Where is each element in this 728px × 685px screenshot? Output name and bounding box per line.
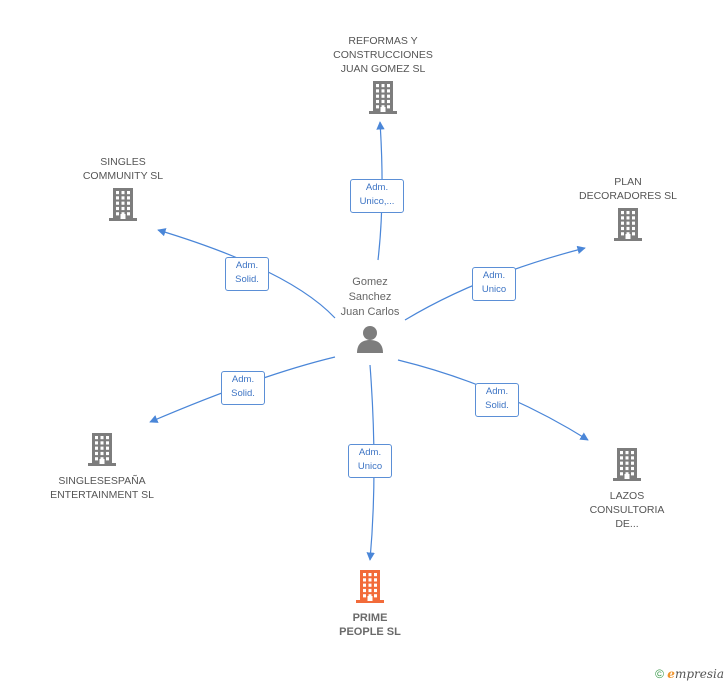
role-badge-lazos[interactable]: Adm. Solid. (475, 383, 519, 417)
company-label-reformas: REFORMAS Y CONSTRUCCIONES JUAN GOMEZ SL (333, 35, 433, 75)
company-label-plan: PLAN DECORADORES SL (578, 176, 678, 202)
brand-logo: empresia (667, 667, 724, 681)
role-badge-plan[interactable]: Adm. Unico (472, 267, 516, 301)
person-label: Gomez Sanchez Juan Carlos (340, 276, 400, 318)
building-icon (558, 207, 698, 245)
company-node-lazos[interactable]: LAZOS CONSULTORIA DE... (557, 447, 697, 531)
building-icon (300, 569, 440, 607)
company-label-singles: SINGLES COMMUNITY SL (82, 156, 164, 182)
building-icon (313, 80, 453, 118)
building-icon (557, 447, 697, 485)
company-node-singlesespana[interactable]: SINGLESESPAÑA ENTERTAINMENT SL (32, 432, 172, 502)
copyright-symbol: © (655, 667, 664, 681)
company-node-plan[interactable]: PLAN DECORADORES SL (558, 175, 698, 245)
building-icon (32, 432, 172, 470)
person-icon (357, 326, 383, 353)
role-badge-reformas[interactable]: Adm. Unico,... (350, 179, 404, 213)
company-node-singles[interactable]: SINGLES COMMUNITY SL (53, 155, 193, 225)
person-node[interactable]: Gomez Sanchez Juan Carlos (320, 275, 420, 358)
role-badge-prime[interactable]: Adm. Unico (348, 444, 392, 478)
role-badge-singles[interactable]: Adm. Solid. (225, 257, 269, 291)
footer-brand: © empresia (655, 667, 724, 681)
company-node-prime[interactable]: PRIME PEOPLE SL (300, 569, 440, 639)
building-icon (53, 187, 193, 225)
company-label-singlesespana: SINGLESESPAÑA ENTERTAINMENT SL (50, 475, 154, 501)
role-badge-singlesespana[interactable]: Adm. Solid. (221, 371, 265, 405)
company-node-reformas[interactable]: REFORMAS Y CONSTRUCCIONES JUAN GOMEZ SL (313, 34, 453, 118)
company-label-lazos: LAZOS CONSULTORIA DE... (589, 490, 665, 530)
company-label-prime: PRIME PEOPLE SL (339, 612, 401, 638)
